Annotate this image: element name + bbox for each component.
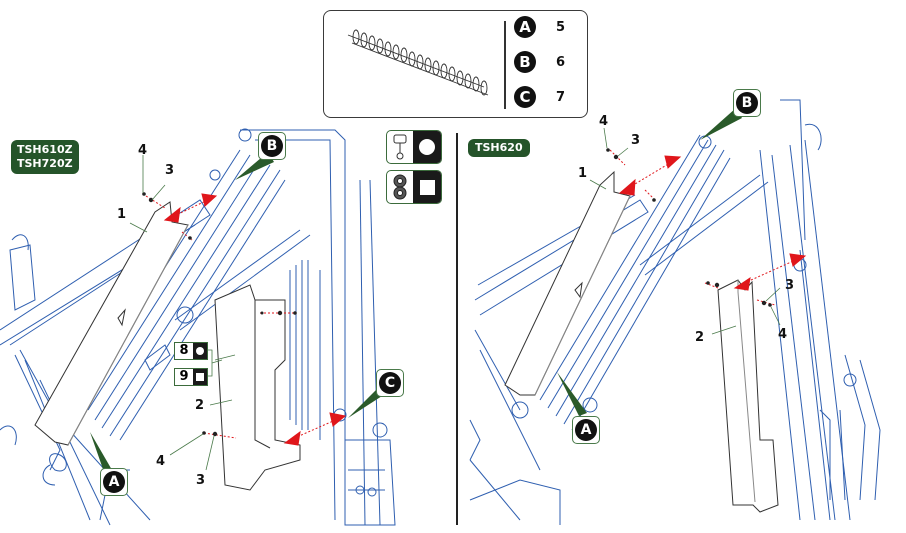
part-label-2: 2 xyxy=(195,398,205,413)
leader-lines xyxy=(129,127,781,471)
callout-badge-b: B xyxy=(261,135,283,157)
part-label-1: 1 xyxy=(578,166,588,181)
callout-badge-c: C xyxy=(379,372,401,394)
part-label-3: 3 xyxy=(785,278,795,293)
model-tag-left: TSH610Z TSH720Z xyxy=(11,140,79,174)
key-gear-pump xyxy=(386,170,442,204)
part-label-3: 3 xyxy=(631,133,641,148)
callout-b-right: B xyxy=(733,89,761,117)
part-label-4: 4 xyxy=(778,327,788,342)
legend-part-number: 5 xyxy=(556,19,566,35)
callout-badge-a: A xyxy=(575,419,597,441)
part-label-3: 3 xyxy=(196,473,206,488)
right-guard-part-2 xyxy=(717,279,779,513)
piston-icon xyxy=(387,131,413,163)
callout-a-right: A xyxy=(572,416,600,444)
callout-badge-b: B xyxy=(514,51,536,73)
option-part-number: 8 xyxy=(179,343,189,358)
part-label-2: 2 xyxy=(695,330,705,345)
model-name: TSH720Z xyxy=(17,157,73,170)
left-guard-part-1 xyxy=(34,201,189,446)
callout-c-left: C xyxy=(376,369,404,397)
key-piston xyxy=(386,130,442,164)
circle-symbol xyxy=(413,131,441,163)
model-name: TSH610Z xyxy=(17,143,73,156)
option-part-number: 9 xyxy=(179,369,189,384)
legend-divider xyxy=(504,21,506,109)
legend-part-number: 7 xyxy=(556,89,566,105)
option-key-8: 8 xyxy=(174,342,208,360)
part-label-1: 1 xyxy=(117,207,127,222)
part-label-4: 4 xyxy=(138,143,148,158)
part-label-4: 4 xyxy=(599,114,609,129)
callout-badge-b: B xyxy=(736,92,758,114)
legend-part-number: 6 xyxy=(556,54,566,70)
legend-row-b: B 6 xyxy=(514,50,574,74)
right-guard-part-1 xyxy=(504,170,631,396)
circle-symbol xyxy=(193,343,207,359)
spiral-hose-wrap-icon xyxy=(347,29,489,96)
legend-row-a: A 5 xyxy=(514,15,574,39)
callout-badge-c: C xyxy=(514,86,536,108)
installation-arrows xyxy=(145,149,807,446)
callout-a-left: A xyxy=(100,468,128,496)
left-loader-frame xyxy=(0,128,396,526)
square-symbol xyxy=(193,369,207,385)
left-guard-part-2 xyxy=(214,284,301,491)
callout-badge-a: A xyxy=(103,471,125,493)
panel-divider xyxy=(456,133,458,525)
option-key-9: 9 xyxy=(174,368,208,386)
model-tag-right: TSH620 xyxy=(468,139,530,157)
callout-badge-a: A xyxy=(514,16,536,38)
gear-pump-icon xyxy=(387,171,413,203)
callout-pointers xyxy=(90,108,742,472)
square-symbol xyxy=(413,171,441,203)
callout-b-left: B xyxy=(258,132,286,160)
right-loader-frame xyxy=(469,99,881,525)
part-label-3: 3 xyxy=(165,163,175,178)
fastener-hardware xyxy=(142,148,772,437)
part-label-4: 4 xyxy=(156,454,166,469)
legend-box: A 5 B 6 C 7 xyxy=(323,10,588,118)
legend-row-c: C 7 xyxy=(514,85,574,109)
